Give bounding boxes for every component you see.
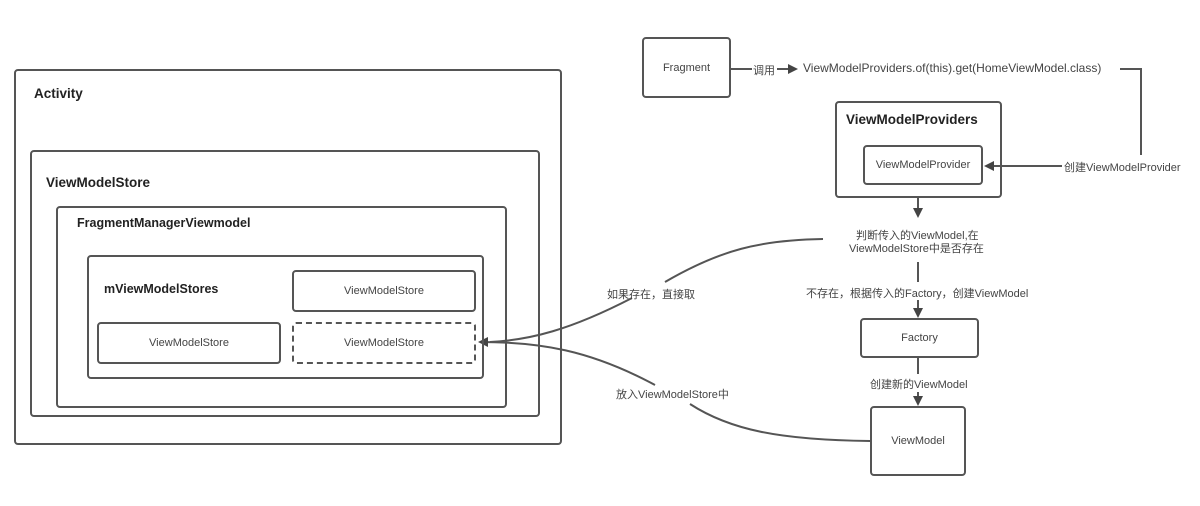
view-model-store-item-label: ViewModelStore xyxy=(344,337,424,349)
view-model-store-item[interactable]: ViewModelStore xyxy=(97,322,281,364)
factory-label: Factory xyxy=(901,332,938,344)
put-into-store-curve-lower xyxy=(689,403,871,442)
exists-label: 如果存在，直接取 xyxy=(607,289,695,301)
check-text-line2: ViewModelStore中是否存在 xyxy=(849,243,984,255)
not-exist-label: 不存在，根据传入的Factory，创建ViewModel xyxy=(806,288,1029,300)
check-text-line1: 判断传入的ViewModel,在 xyxy=(856,230,979,242)
activity-title: Activity xyxy=(34,86,83,101)
put-into-store-curve-upper xyxy=(478,337,656,386)
activity-container xyxy=(14,69,562,445)
factory-node[interactable]: Factory xyxy=(860,318,979,358)
view-model-provider-label: ViewModelProvider xyxy=(875,159,971,171)
call-expression: ViewModelProviders.of(this).get(HomeView… xyxy=(803,61,1102,75)
put-into-store-label: 放入ViewModelStore中 xyxy=(616,389,729,401)
view-model-store-container xyxy=(30,150,540,417)
view-model-providers-container xyxy=(835,101,1002,198)
create-provider-label: 创建ViewModelProvider xyxy=(1064,162,1181,174)
fragment-manager-viewmodel-container xyxy=(56,206,507,408)
view-model-store-item[interactable]: ViewModelStore xyxy=(292,270,476,312)
m-view-model-stores-title: mViewModelStores xyxy=(104,282,219,296)
view-model-store-item-label: ViewModelStore xyxy=(344,285,424,297)
fragment-node[interactable]: Fragment xyxy=(642,37,731,98)
fragment-label: Fragment xyxy=(662,61,711,74)
view-model-store-item-label: ViewModelStore xyxy=(149,337,229,349)
viewmodel-node[interactable]: ViewModel xyxy=(870,406,966,476)
view-model-store-title: ViewModelStore xyxy=(46,175,151,190)
create-new-viewmodel-label: 创建新的ViewModel xyxy=(870,379,968,391)
view-model-providers-title: ViewModelProviders xyxy=(846,112,978,127)
view-model-store-item-new[interactable]: ViewModelStore xyxy=(292,322,476,364)
expression-to-provider-connector xyxy=(1120,68,1142,155)
view-model-provider-node[interactable]: ViewModelProvider xyxy=(863,145,983,185)
fragment-manager-viewmodel-title: FragmentManagerViewmodel xyxy=(77,216,251,230)
call-label: 调用 xyxy=(753,65,775,77)
exists-curve-upper xyxy=(664,238,824,283)
exists-curve-lower xyxy=(489,297,633,343)
m-view-model-stores-container xyxy=(87,255,484,379)
viewmodel-label: ViewModel xyxy=(891,435,945,447)
